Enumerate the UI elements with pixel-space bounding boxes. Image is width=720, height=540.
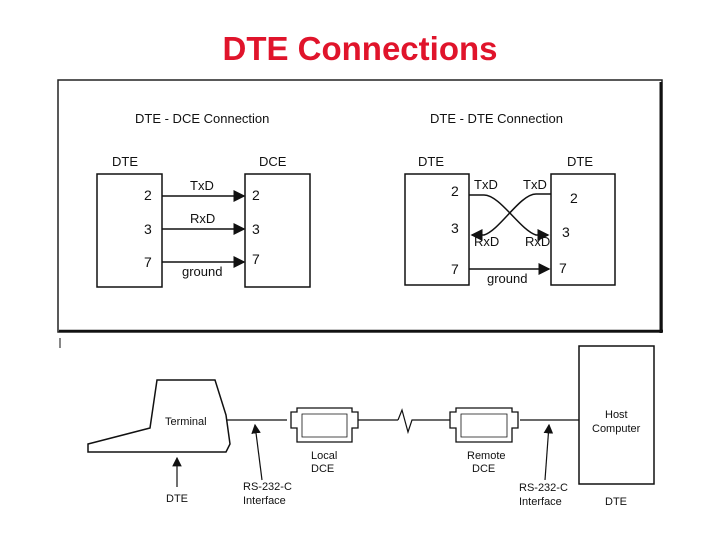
dte-dce-section: DTE - DCE Connection DTE DCE 2 3 7 2 3 7… (96, 111, 311, 288)
dte-dce-right-label: DCE (259, 154, 287, 169)
dte-ground-label: ground (487, 271, 527, 286)
dte-left-label: DTE (166, 493, 188, 505)
dte-pin-7: 7 (144, 254, 152, 270)
dte-dte-right-label: DTE (567, 154, 593, 169)
rs232-right-arrow (543, 423, 554, 481)
remote-dce-icon (449, 407, 519, 443)
dte-dte-heading: DTE - DTE Connection (430, 111, 563, 126)
telephone-line-icon (397, 408, 450, 435)
dte-pin-3: 3 (144, 221, 152, 237)
right-txd-label: TxD (523, 177, 547, 192)
terminal-label: Terminal (165, 416, 207, 428)
left-txd-label: TxD (474, 177, 498, 192)
left-dte-pin-2: 2 (451, 183, 459, 199)
dte-dte-left-label: DTE (418, 154, 444, 169)
host-label-line2: Computer (592, 423, 641, 435)
rs232-right-line2: Interface (519, 496, 562, 508)
host-computer-box (578, 345, 655, 485)
dte-box (96, 173, 163, 288)
page-title: DTE Connections (222, 30, 498, 67)
rxd-label: RxD (190, 211, 215, 226)
dte-dce-left-label: DTE (112, 154, 138, 169)
network-section: Terminal Host Computer DTE RS-232-C Inte… (87, 345, 655, 508)
cross-wire-right-txd (470, 193, 551, 241)
right-dte-pin-7: 7 (559, 260, 567, 276)
left-rxd-label: RxD (474, 234, 499, 249)
remote-dce-line1: Remote (467, 450, 506, 462)
rs232-right-line1: RS-232-C (519, 482, 568, 494)
host-label-line1: Host (605, 409, 628, 421)
right-dte-box (550, 173, 616, 286)
rs232-left-line1: RS-232-C (243, 481, 292, 493)
dte-pin-2: 2 (144, 187, 152, 203)
dte-dce-heading: DTE - DCE Connection (135, 111, 269, 126)
local-dce-line1: Local (311, 450, 337, 462)
local-dce-line2: DCE (311, 463, 334, 475)
dce-pin-2: 2 (252, 187, 260, 203)
local-dce-icon (290, 407, 359, 443)
dte-dte-section: DTE - DTE Connection DTE DTE 2 3 7 2 3 7… (404, 111, 616, 286)
rs232-left-line2: Interface (243, 495, 286, 507)
right-rxd-label: RxD (525, 234, 550, 249)
dce-pin-3: 3 (252, 221, 260, 237)
dce-pin-7: 7 (252, 251, 260, 267)
left-dte-pin-7: 7 (451, 261, 459, 277)
left-dte-pin-3: 3 (451, 220, 459, 236)
ground-label: ground (182, 264, 222, 279)
connections-panel (57, 79, 663, 348)
txd-label: TxD (190, 178, 214, 193)
rs232-left-arrow (251, 423, 263, 481)
left-dte-box (404, 173, 470, 286)
remote-dce-line2: DCE (472, 463, 495, 475)
right-dte-pin-2: 2 (570, 190, 578, 206)
terminal-icon (87, 379, 231, 453)
right-dte-pin-3: 3 (562, 224, 570, 240)
dte-right-label: DTE (605, 496, 627, 508)
